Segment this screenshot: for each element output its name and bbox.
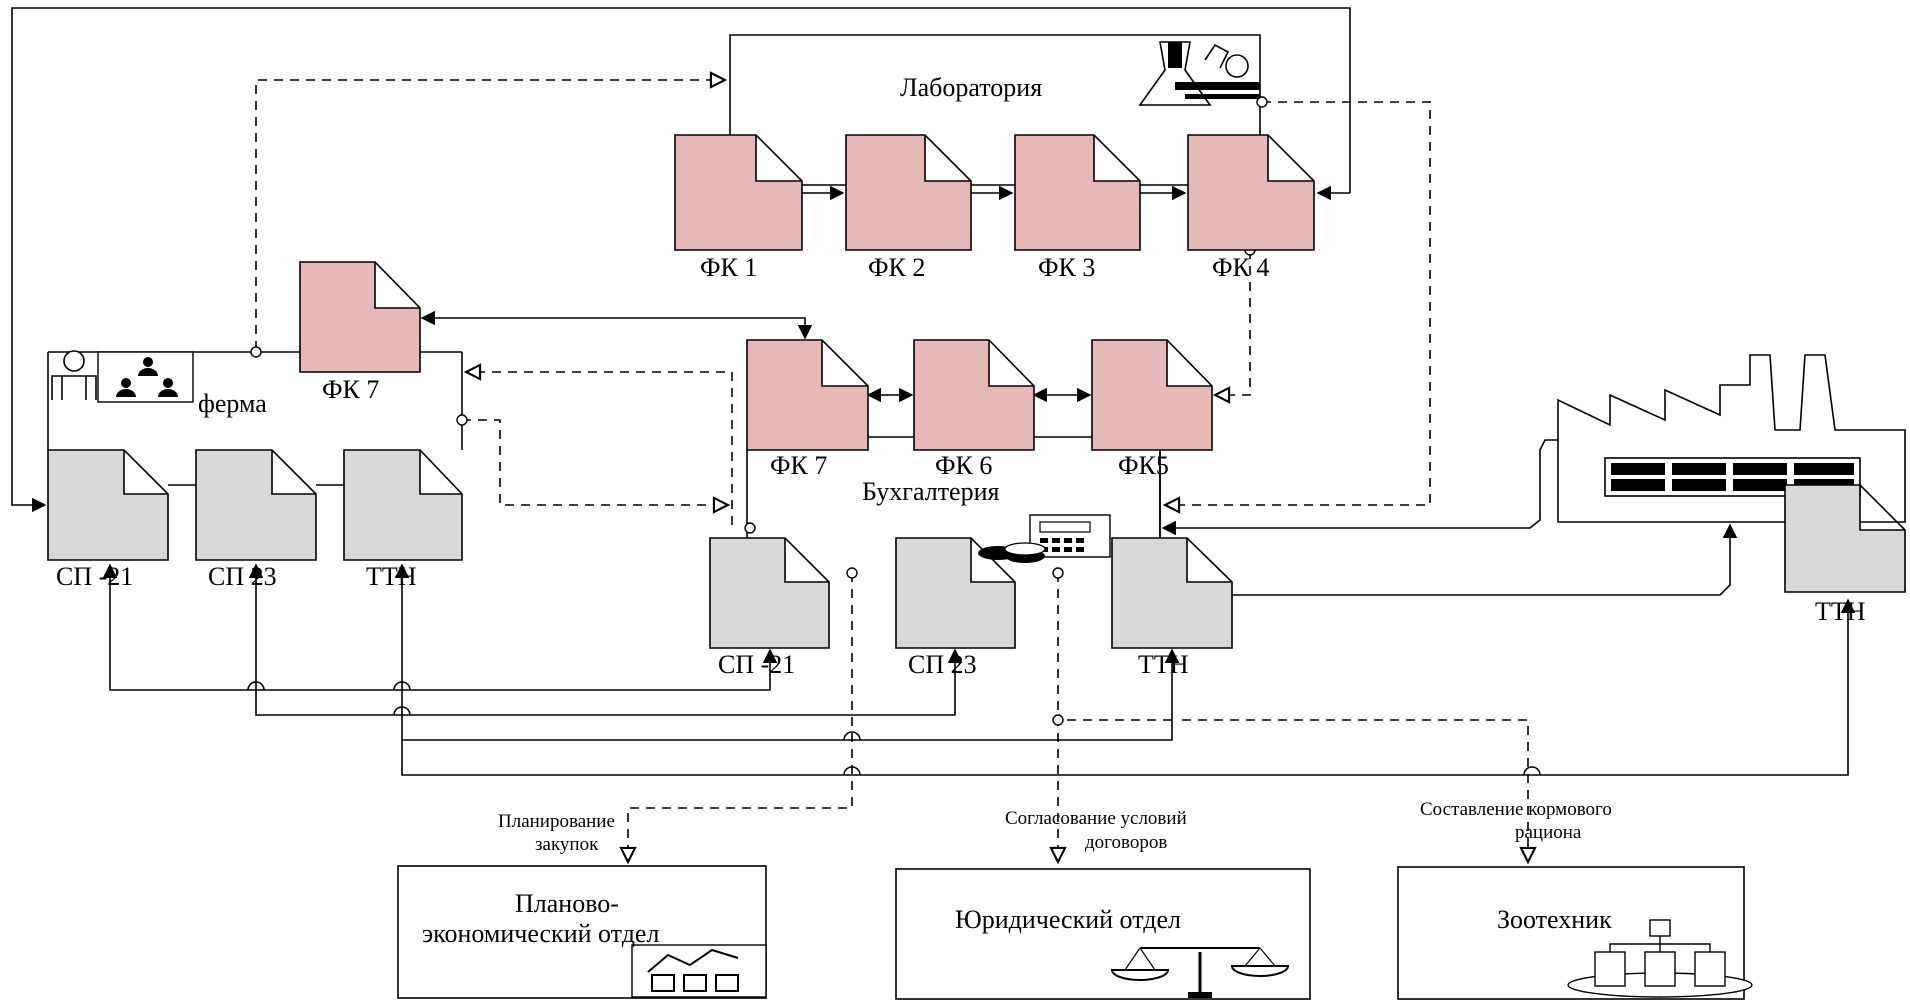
accounting-record-document bbox=[1111, 537, 1233, 649]
planning-flow-label: закупок bbox=[535, 834, 599, 855]
lab-document bbox=[674, 134, 803, 251]
accounting-form-document bbox=[913, 339, 1035, 451]
accounting-form-label: ФК 6 bbox=[935, 451, 992, 480]
ration-flow-label: рациона bbox=[1515, 822, 1582, 843]
accounting-label: Бухгалтерия bbox=[862, 477, 1000, 506]
cash-register-icon bbox=[978, 514, 1111, 563]
lab-doc-label: ФК 1 bbox=[700, 253, 757, 282]
lab-doc-label: ФК 4 bbox=[1212, 253, 1269, 282]
accounting-record-label: СП 23 bbox=[908, 650, 977, 679]
factory-icon bbox=[1557, 354, 1906, 523]
laboratory-equipment-icon bbox=[1138, 41, 1260, 106]
contracts-flow-label: Согласование условий bbox=[1005, 808, 1187, 829]
farm-form-label: ФК 7 bbox=[322, 375, 379, 404]
farm-form-document bbox=[299, 261, 421, 373]
planning-department-title: экономический отдел bbox=[422, 919, 659, 948]
farm-record-label: СП 23 bbox=[208, 562, 277, 591]
accounting-record-label: ТТН bbox=[1138, 650, 1189, 679]
accounting-record-document bbox=[895, 537, 1016, 649]
farm-label: ферма bbox=[198, 389, 267, 418]
farm-record-label: ТТН bbox=[366, 562, 417, 591]
accounting-record-label: СП -21 bbox=[718, 650, 795, 679]
lab-document bbox=[845, 134, 972, 251]
line-hops bbox=[247, 681, 1541, 776]
zootechnician-title: Зоотехник bbox=[1497, 905, 1612, 934]
farm-record-document bbox=[47, 449, 169, 561]
scales-icon bbox=[1110, 947, 1290, 998]
farm-staff-icon bbox=[51, 350, 194, 403]
network-servers-icon bbox=[1567, 919, 1753, 998]
accounting-record-document bbox=[709, 537, 830, 649]
laboratory-label: Лаборатория bbox=[900, 73, 1042, 102]
lab-doc-label: ФК 2 bbox=[868, 253, 925, 282]
plant-record-label: ТТН bbox=[1815, 597, 1866, 626]
ration-flow-label: Составление кормового bbox=[1420, 799, 1612, 820]
lab-document bbox=[1187, 134, 1315, 251]
solid-flows bbox=[11, 7, 1856, 776]
accounting-form-document bbox=[746, 339, 869, 451]
planning-department-title: Планово- bbox=[515, 889, 619, 918]
farm-record-document bbox=[343, 449, 463, 561]
legal-department-title: Юридический отдел bbox=[955, 905, 1181, 934]
planning-flow-label: Планирование bbox=[498, 811, 615, 832]
accounting-form-label: ФК5 bbox=[1118, 451, 1169, 480]
accounting-form-document bbox=[1091, 339, 1213, 451]
plant-record-document bbox=[1784, 484, 1906, 593]
growth-chart-icon bbox=[631, 944, 767, 998]
lab-doc-label: ФК 3 bbox=[1038, 253, 1095, 282]
farm-record-document bbox=[195, 449, 317, 561]
contracts-flow-label: договоров bbox=[1085, 832, 1167, 853]
accounting-form-label: ФК 7 bbox=[770, 451, 827, 480]
document-links bbox=[168, 184, 1188, 486]
farm-record-label: СП -21 bbox=[56, 562, 133, 591]
legal-department-box[interactable] bbox=[895, 868, 1311, 1000]
lab-document bbox=[1014, 134, 1141, 251]
